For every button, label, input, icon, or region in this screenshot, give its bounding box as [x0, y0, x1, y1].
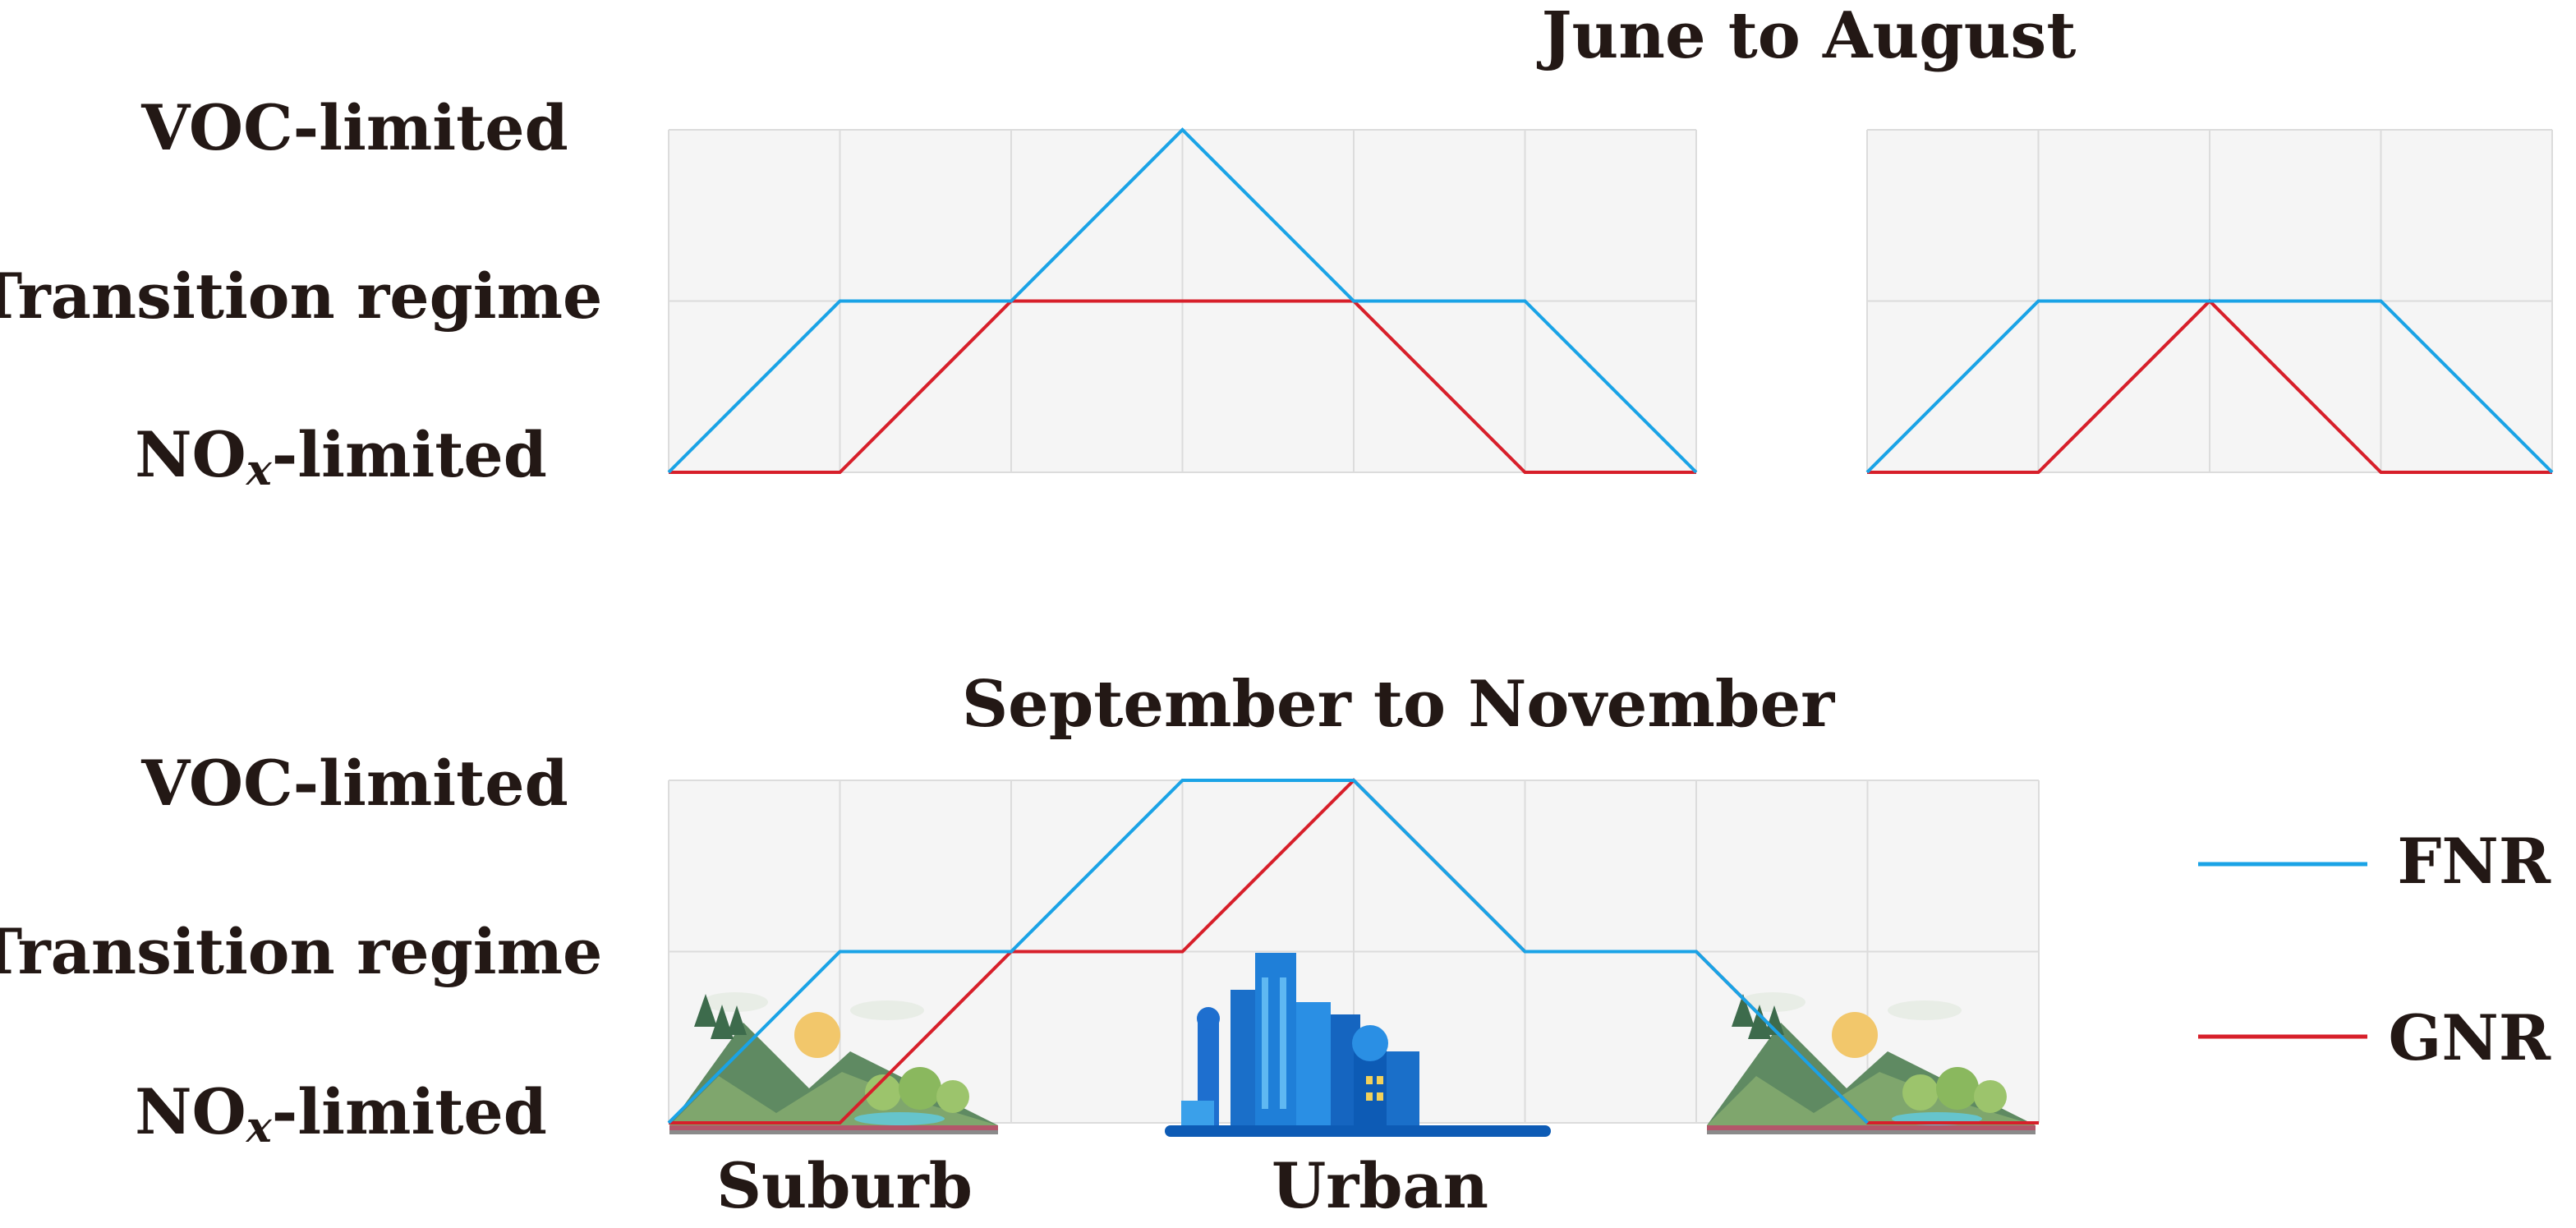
legend-fnr-label: FNR — [2397, 825, 2551, 898]
series-line-fnr — [1865, 299, 2554, 474]
y-label-nox-limited: NOx-limited — [135, 1075, 547, 1152]
legend: FNR GNR — [2198, 825, 2551, 1074]
series-line-fnr — [667, 127, 1698, 474]
y-label-nox-limited: NOx-limited — [135, 418, 547, 495]
chart-june-to-august: June to August VOC-limited Transition re… — [0, 0, 2076, 495]
chart-september-to-november-lines — [667, 778, 2039, 1125]
suburb-illustration-left — [669, 992, 998, 1134]
chart-september-to-november: September to November VOC-limited Transi… — [0, 667, 2040, 1152]
chart-title-june-to-august: June to August — [1537, 0, 2077, 73]
legend-gnr-label: GNR — [2388, 1001, 2551, 1074]
chart-june-to-august-right — [1865, 129, 2554, 474]
location-label-suburb: Suburb — [716, 1149, 973, 1222]
urban-illustration — [1165, 953, 1551, 1137]
y-label-transition-regime: Transition regime — [0, 915, 602, 988]
series-line-gnr — [669, 299, 1696, 474]
y-label-voc-limited: VOC-limited — [140, 747, 568, 820]
series-line-fnr — [667, 779, 1869, 1125]
y-label-voc-limited: VOC-limited — [140, 91, 568, 164]
y-label-transition-regime: Transition regime — [0, 260, 602, 333]
location-label-urban: Urban — [1272, 1149, 1488, 1222]
chart-title-september-to-november: September to November — [962, 667, 1835, 742]
suburb-illustration-right — [1707, 992, 2036, 1134]
